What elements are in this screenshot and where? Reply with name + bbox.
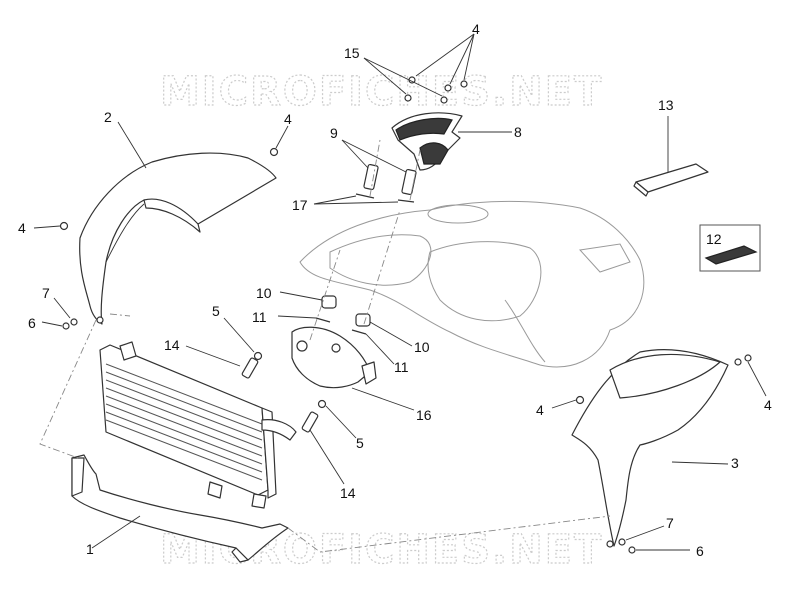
part-13-strip [633,163,709,197]
callout-10-left: 10 [256,285,272,301]
callout-11-right: 11 [394,359,409,375]
callout-4-right-outer: 4 [764,397,772,413]
callout-6-right: 6 [696,543,704,559]
part-9-bolts [363,163,417,196]
callout-11-left: 11 [252,309,267,325]
assembly-lines [39,139,611,553]
part-16-bracket [291,326,377,389]
callout-9: 9 [330,125,338,141]
callout-16: 16 [416,407,432,423]
callout-12: 12 [706,231,722,247]
callout-1: 1 [86,541,94,557]
part-12-inset [699,224,761,272]
part-10-grommets [321,295,371,327]
callout-13: 13 [658,97,674,113]
callout-4-upper-left: 4 [284,111,292,127]
callout-17: 17 [292,197,308,213]
callout-5-lower: 5 [356,435,364,451]
callout-4-left: 4 [18,220,26,236]
callout-10-right: 10 [414,339,430,355]
callout-5-upper: 5 [212,303,220,319]
watermark-top: MICROFICHES.NET [160,69,603,115]
callout-14-upper: 14 [164,337,180,353]
radiator [99,341,297,509]
leader-lines [33,33,767,551]
callout-7-right: 7 [666,515,674,531]
radiator-fins [105,363,263,481]
callout-14-lower: 14 [340,485,356,501]
small-fasteners [59,76,752,554]
part-3-right-side-panel [571,349,729,548]
callout-4-top: 4 [472,21,480,37]
callout-2: 2 [104,109,112,125]
part-2-left-side-panel [79,152,277,325]
callout-labels: 1 2 3 4 4 4 4 4 5 5 6 6 7 7 8 9 10 10 11… [18,21,772,559]
callout-8: 8 [514,124,522,140]
tank-outline [299,200,645,368]
callout-6-left: 6 [28,315,36,331]
part-8-upper-bracket [391,112,463,171]
callout-7-left: 7 [42,285,50,301]
callout-4-right-inner: 4 [536,402,544,418]
callout-15: 15 [344,45,360,61]
part-12-box [699,224,761,272]
callout-3: 3 [731,455,739,471]
part-14-screws [241,357,319,433]
part-1-lower-fairing [71,454,289,563]
